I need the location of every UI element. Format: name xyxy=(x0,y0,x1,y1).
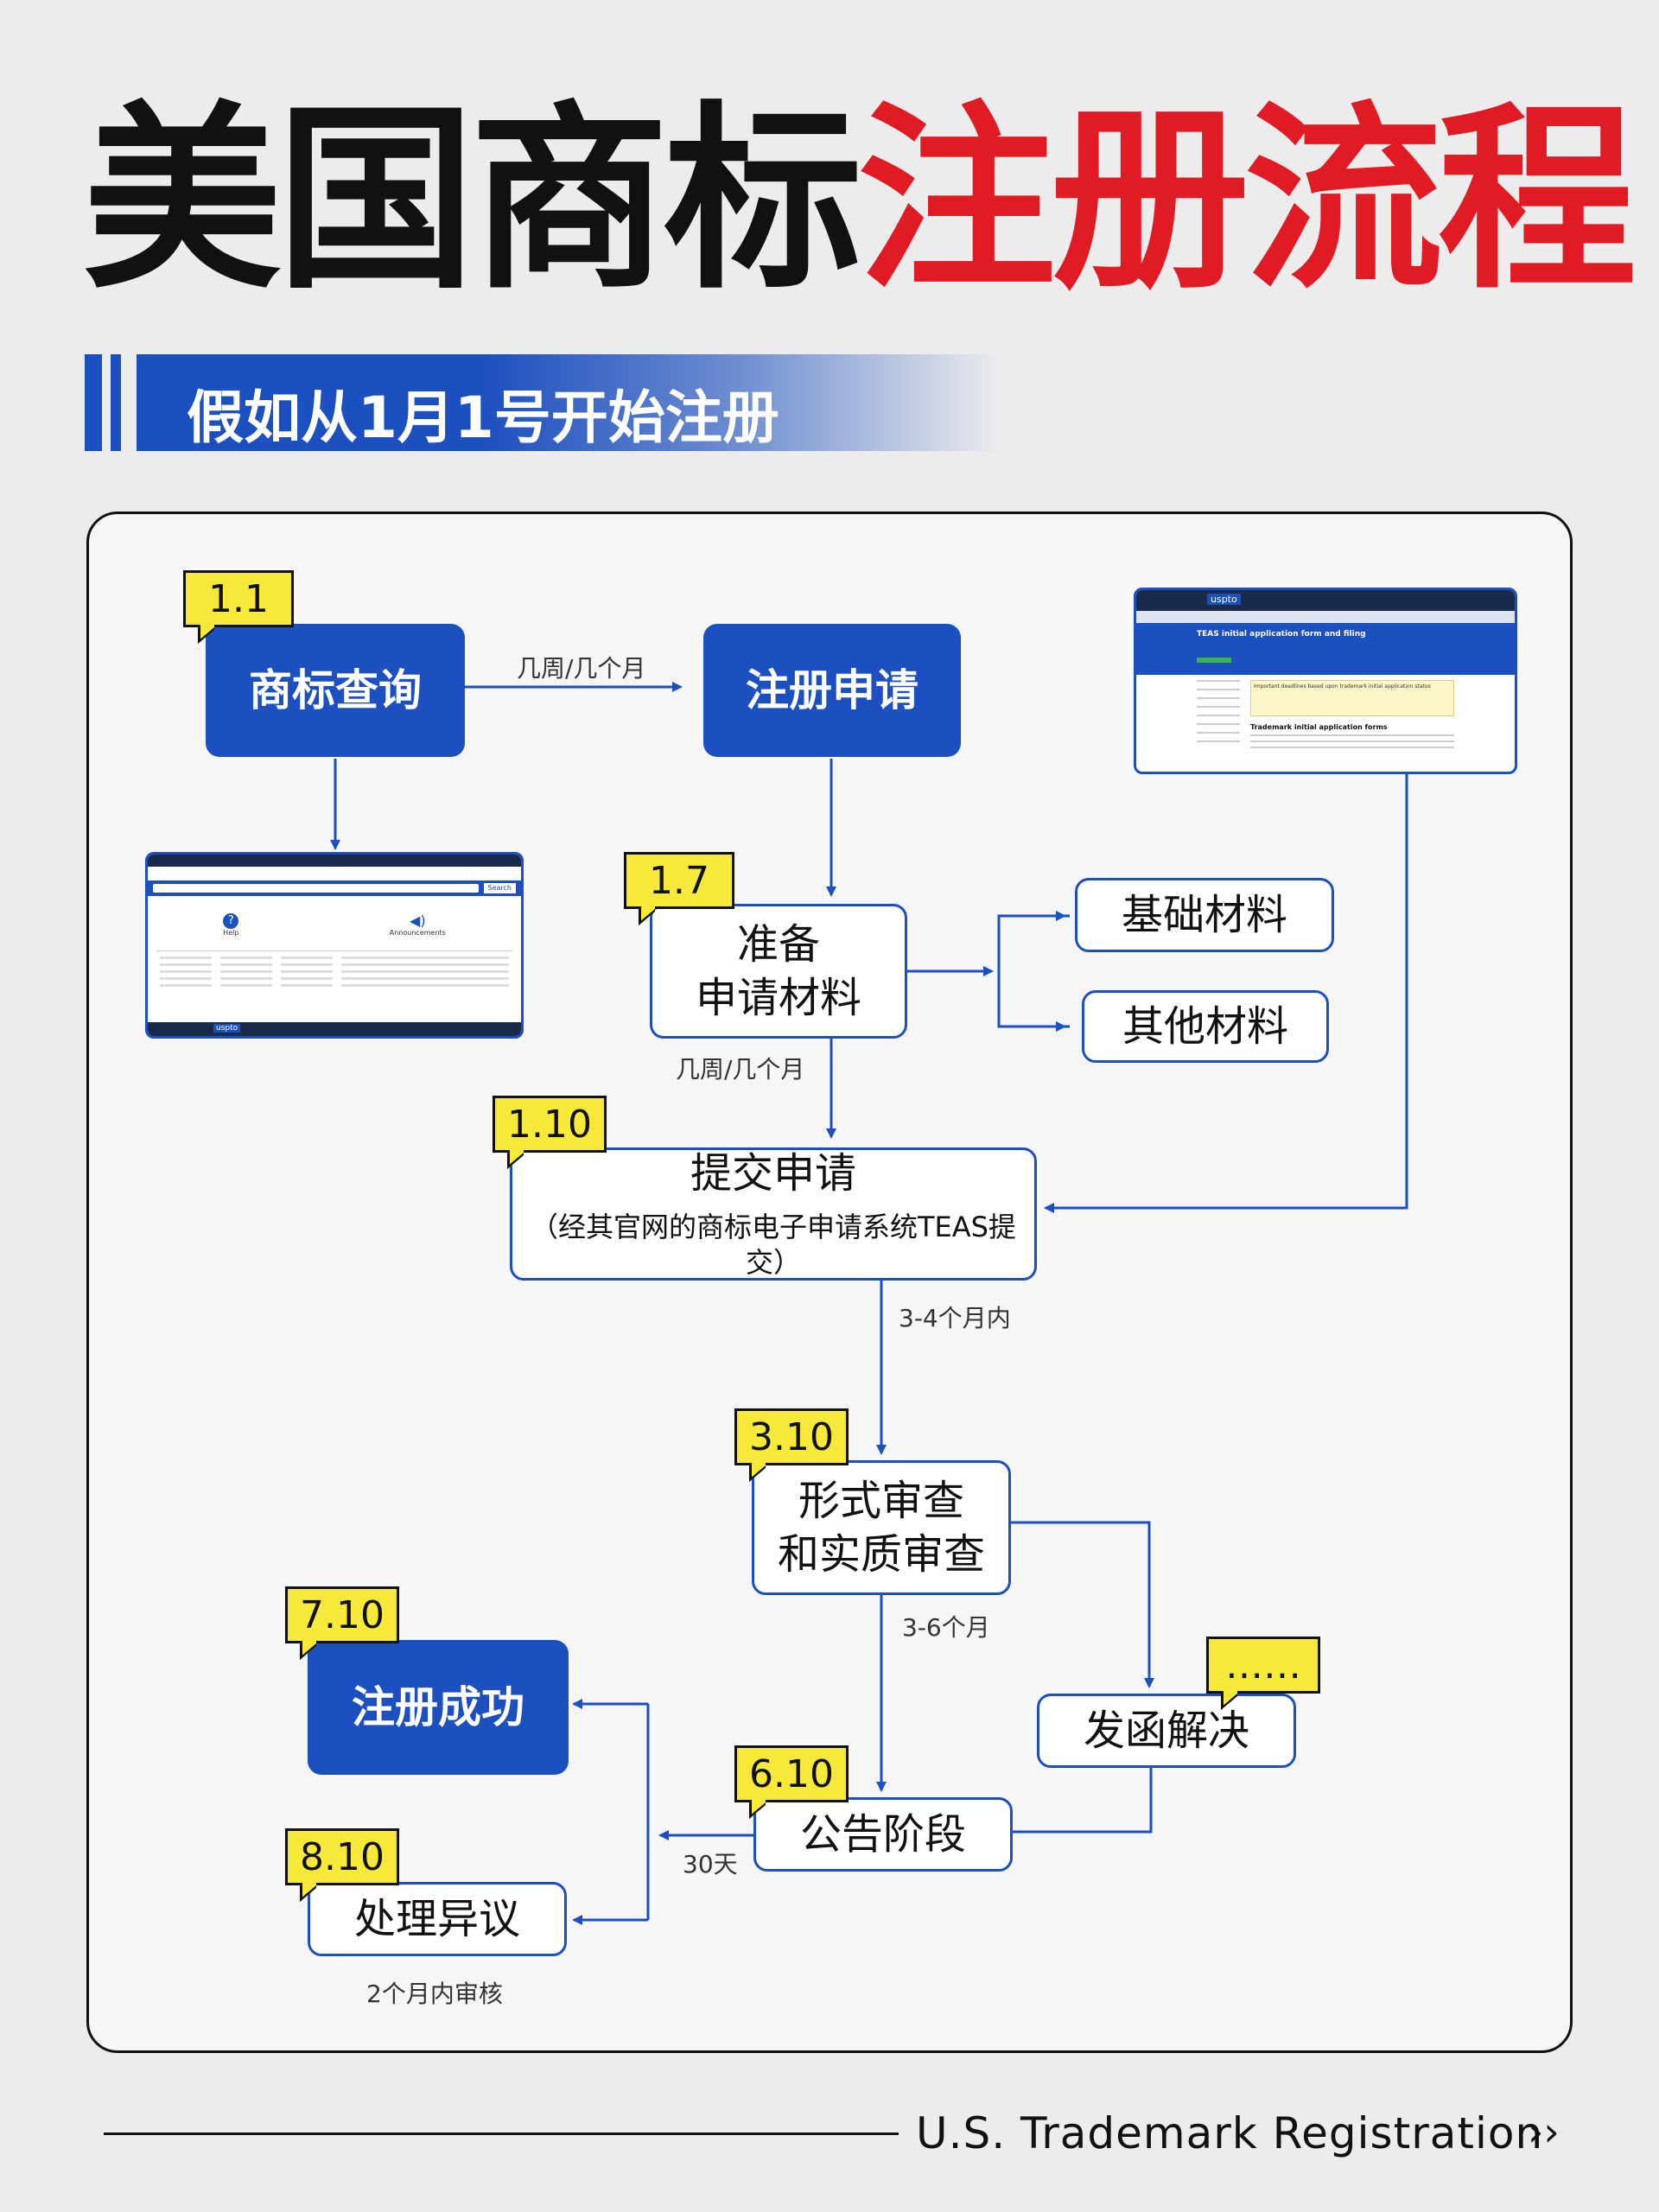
subtitle-text: 假如从1月1号开始注册 xyxy=(187,385,779,451)
step-submit-sub: （经其官网的商标电子申请系统TEAS提交） xyxy=(531,1210,1016,1280)
title-part-black: 美国商标 xyxy=(83,86,862,316)
title-part-red: 注册流程 xyxy=(857,86,1637,316)
note-publication-period: 30天 xyxy=(683,1850,738,1878)
shot-search-input xyxy=(153,884,479,893)
shot-search-button: Search xyxy=(483,883,516,893)
date-badge-office-action: …… xyxy=(1206,1637,1320,1694)
megaphone-icon: ◀) xyxy=(410,912,426,929)
step-submit-application[interactable]: 提交申请 （经其官网的商标电子申请系统TEAS提交） xyxy=(510,1147,1037,1281)
date-badge-publication: 6.10 xyxy=(734,1745,849,1802)
step-examination[interactable]: 形式审查 和实质审查 xyxy=(752,1460,1011,1595)
step-success-label: 注册成功 xyxy=(352,1681,524,1732)
step-register-apply-label: 注册申请 xyxy=(746,664,918,715)
step-trademark-search[interactable]: 商标查询 xyxy=(206,624,465,757)
chevron-right-icon: ›› xyxy=(1528,2108,1560,2155)
step-prepare-line1: 准备 xyxy=(736,919,820,969)
note-examine-to-publication: 3-6个月 xyxy=(902,1613,990,1642)
note-search-to-apply: 几周/几个月 xyxy=(517,654,646,683)
date-badge-submit: 1.10 xyxy=(493,1096,607,1153)
step-office-action[interactable]: 发函解决 xyxy=(1037,1694,1296,1768)
help-icon: ? xyxy=(223,913,239,929)
step-publication[interactable]: 公告阶段 xyxy=(753,1797,1013,1872)
teas-form-screenshot: uspto TEAS initial application form and … xyxy=(1134,588,1517,774)
step-examine-line1: 形式审查 xyxy=(798,1476,964,1525)
step-trademark-search-label: 商标查询 xyxy=(249,664,422,715)
banner-accent-bar xyxy=(85,354,102,451)
step-basic-materials[interactable]: 基础材料 xyxy=(1075,878,1334,952)
arrow-teas-to-submit xyxy=(1044,774,1408,1213)
step-basic-materials-label: 基础材料 xyxy=(1121,890,1287,939)
subtitle-banner: 假如从1月1号开始注册 xyxy=(137,354,1001,451)
date-badge-opposition: 8.10 xyxy=(285,1828,399,1885)
date-badge-prepare: 1.7 xyxy=(624,852,734,909)
step-submit-label: 提交申请 xyxy=(690,1149,856,1198)
step-office-action-label: 发函解决 xyxy=(1083,1706,1249,1755)
step-register-apply[interactable]: 注册申请 xyxy=(703,624,961,757)
date-badge-success: 7.10 xyxy=(285,1586,399,1643)
materials-bracket xyxy=(997,914,1070,1028)
trademark-search-screenshot: Search ? Help ◀) Announcements uspto xyxy=(145,852,524,1039)
step-handle-opposition[interactable]: 处理异议 xyxy=(308,1882,567,1956)
date-badge-search: 1.1 xyxy=(183,570,294,627)
footer-caption: U.S. Trademark Registration xyxy=(916,2108,1544,2158)
banner-accent-bar-2 xyxy=(111,354,121,451)
date-badge-examine: 3.10 xyxy=(734,1408,849,1465)
step-examine-line2: 和实质审查 xyxy=(777,1530,985,1579)
step-other-materials[interactable]: 其他材料 xyxy=(1082,990,1329,1063)
shot-help-label: Help xyxy=(223,929,239,937)
step-prepare-line2: 申请材料 xyxy=(695,974,861,1022)
shot-teas-heading: TEAS initial application form and filing xyxy=(1197,630,1366,639)
shot-teas-notice: Important deadlines based upon trademark… xyxy=(1250,680,1454,716)
page-title: 美国商标注册流程 xyxy=(83,102,1637,301)
step-publication-label: 公告阶段 xyxy=(799,1809,966,1859)
shot-teas-section: Trademark initial application forms xyxy=(1250,723,1388,731)
line-office-action-to-publication xyxy=(1013,1766,1153,1834)
shot-announce-label: Announcements xyxy=(389,929,446,937)
step-registration-success[interactable]: 注册成功 xyxy=(308,1640,569,1775)
step-opposition-label: 处理异议 xyxy=(353,1894,520,1943)
note-prepare-to-submit: 几周/几个月 xyxy=(676,1055,805,1084)
arrow-examine-to-office-action xyxy=(1011,1521,1154,1688)
shot-footer-logo: uspto xyxy=(213,1024,241,1033)
step-other-materials-label: 其他材料 xyxy=(1122,1001,1288,1051)
note-opposition-review: 2个月内审核 xyxy=(366,1980,503,2008)
step-prepare-materials[interactable]: 准备 申请材料 xyxy=(650,904,907,1039)
shot-top-bar xyxy=(148,855,521,867)
note-submit-to-examine: 3-4个月内 xyxy=(899,1304,1011,1332)
shot-search-bar: Search xyxy=(148,880,521,896)
footer-divider xyxy=(104,2133,899,2135)
shot-teas-logo: uspto xyxy=(1207,594,1241,605)
